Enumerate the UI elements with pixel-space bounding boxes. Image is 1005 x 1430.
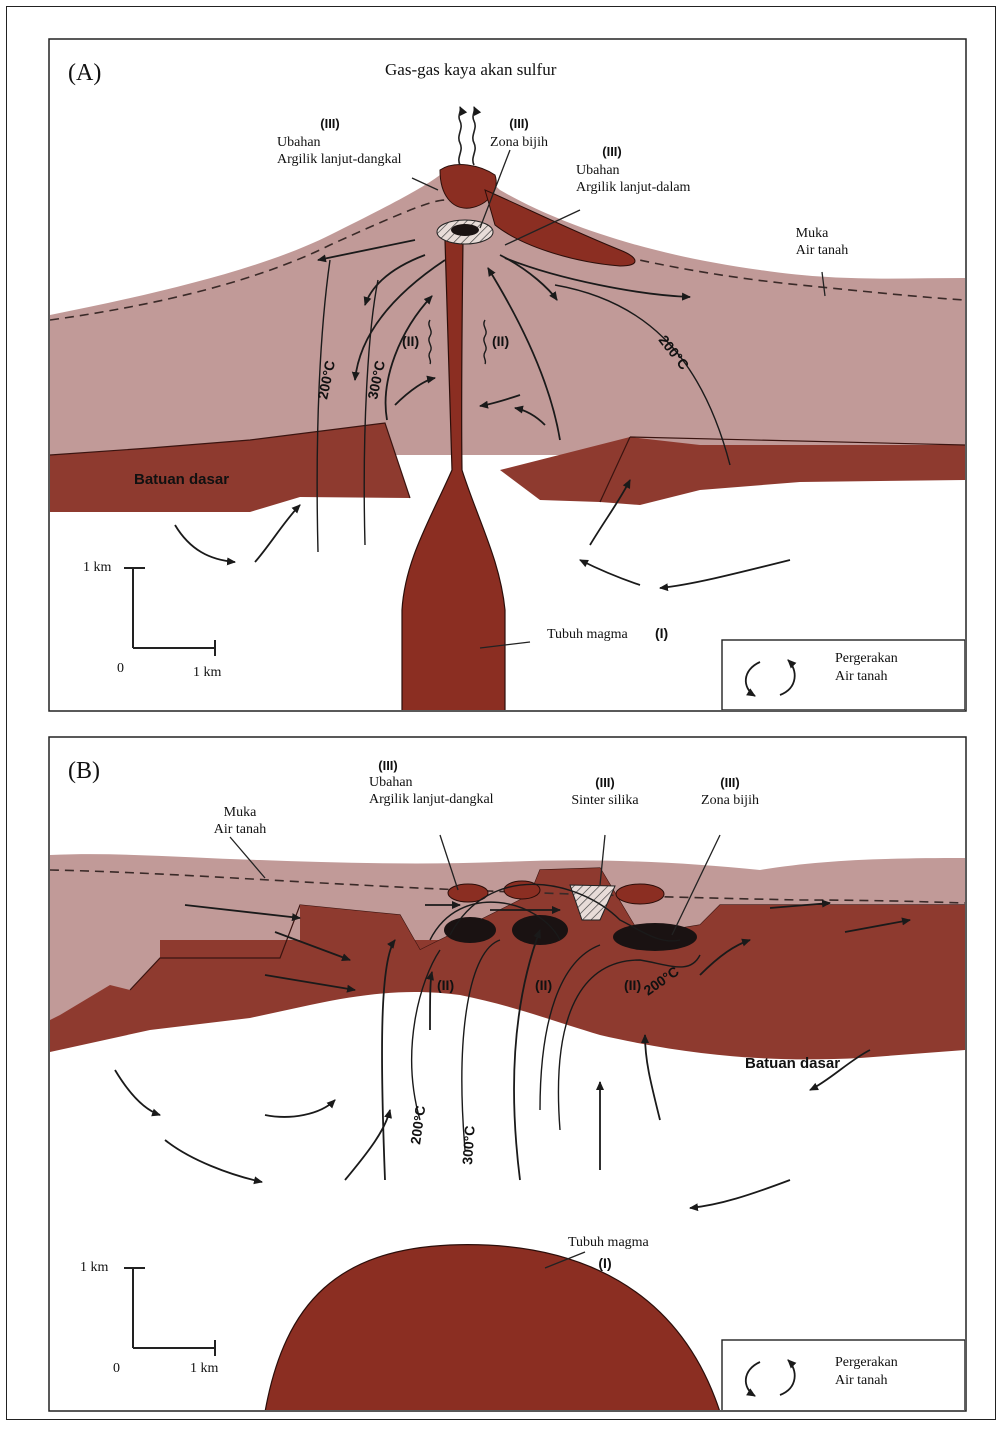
zone-i-label: (I)	[598, 1255, 611, 1271]
scale-label: 0	[113, 1361, 120, 1376]
legend-label: Air tanah	[835, 1373, 887, 1388]
panel-b: (B) Muka Air tanah (III) Ubahan Argilik …	[49, 737, 966, 1412]
zone-iii-num: (III)	[320, 116, 340, 131]
scale-label: 1 km	[190, 1361, 219, 1376]
water-table-label: Air tanah	[796, 243, 848, 258]
zone-label: Argilik lanjut-dalam	[576, 180, 691, 195]
isotherm-label: 300°C	[459, 1125, 478, 1165]
panel-a-title: Gas-gas kaya akan sulfur	[385, 60, 557, 79]
zone-iii-num: (III)	[378, 758, 398, 773]
panel-b-label: (B)	[68, 758, 100, 784]
scale-label: 1 km	[80, 1260, 109, 1275]
scale-label: 1 km	[193, 665, 222, 680]
zone-ii-label: (II)	[624, 977, 641, 993]
legend-label: Pergerakan	[835, 1355, 898, 1370]
zone-ii-label: (II)	[402, 333, 419, 349]
zone-iii-num: (III)	[720, 775, 740, 790]
panel-a: (A) Gas-gas kaya akan sulfur (III) Ubaha…	[49, 39, 966, 712]
zone-label: Sinter silika	[571, 793, 639, 808]
basement-label: Batuan dasar	[745, 1055, 840, 1072]
water-table-label: Muka	[796, 226, 829, 241]
legend-label: Air tanah	[835, 669, 887, 684]
scale-label: 1 km	[83, 560, 112, 575]
zone-label: Zona bijih	[701, 793, 759, 808]
basement-label: Batuan dasar	[134, 471, 229, 488]
zone-i-label: (I)	[655, 625, 668, 641]
magma-label: Tubuh magma	[568, 1235, 650, 1250]
zone-label: Argilik lanjut-dangkal	[277, 152, 402, 167]
water-table-label: Air tanah	[214, 822, 266, 837]
zone-label: Ubahan	[369, 775, 413, 790]
zone-ii-label: (II)	[437, 977, 454, 993]
magma-label: Tubuh magma	[547, 627, 629, 642]
zone-label: Zona bijih	[490, 135, 548, 150]
legend-label: Pergerakan	[835, 651, 898, 666]
zone-label: Ubahan	[576, 163, 620, 178]
zone-label: Argilik lanjut-dangkal	[369, 792, 494, 807]
zone-iii-num: (III)	[595, 775, 615, 790]
zone-label: Ubahan	[277, 135, 321, 150]
water-table-label: Muka	[224, 805, 257, 820]
zone-iii-num: (III)	[509, 116, 529, 131]
zone-iii-num: (III)	[602, 144, 622, 159]
zone-ii-label: (II)	[492, 333, 509, 349]
panel-a-label: (A)	[68, 60, 101, 86]
zone-ii-label: (II)	[535, 977, 552, 993]
scale-label: 0	[117, 661, 124, 676]
